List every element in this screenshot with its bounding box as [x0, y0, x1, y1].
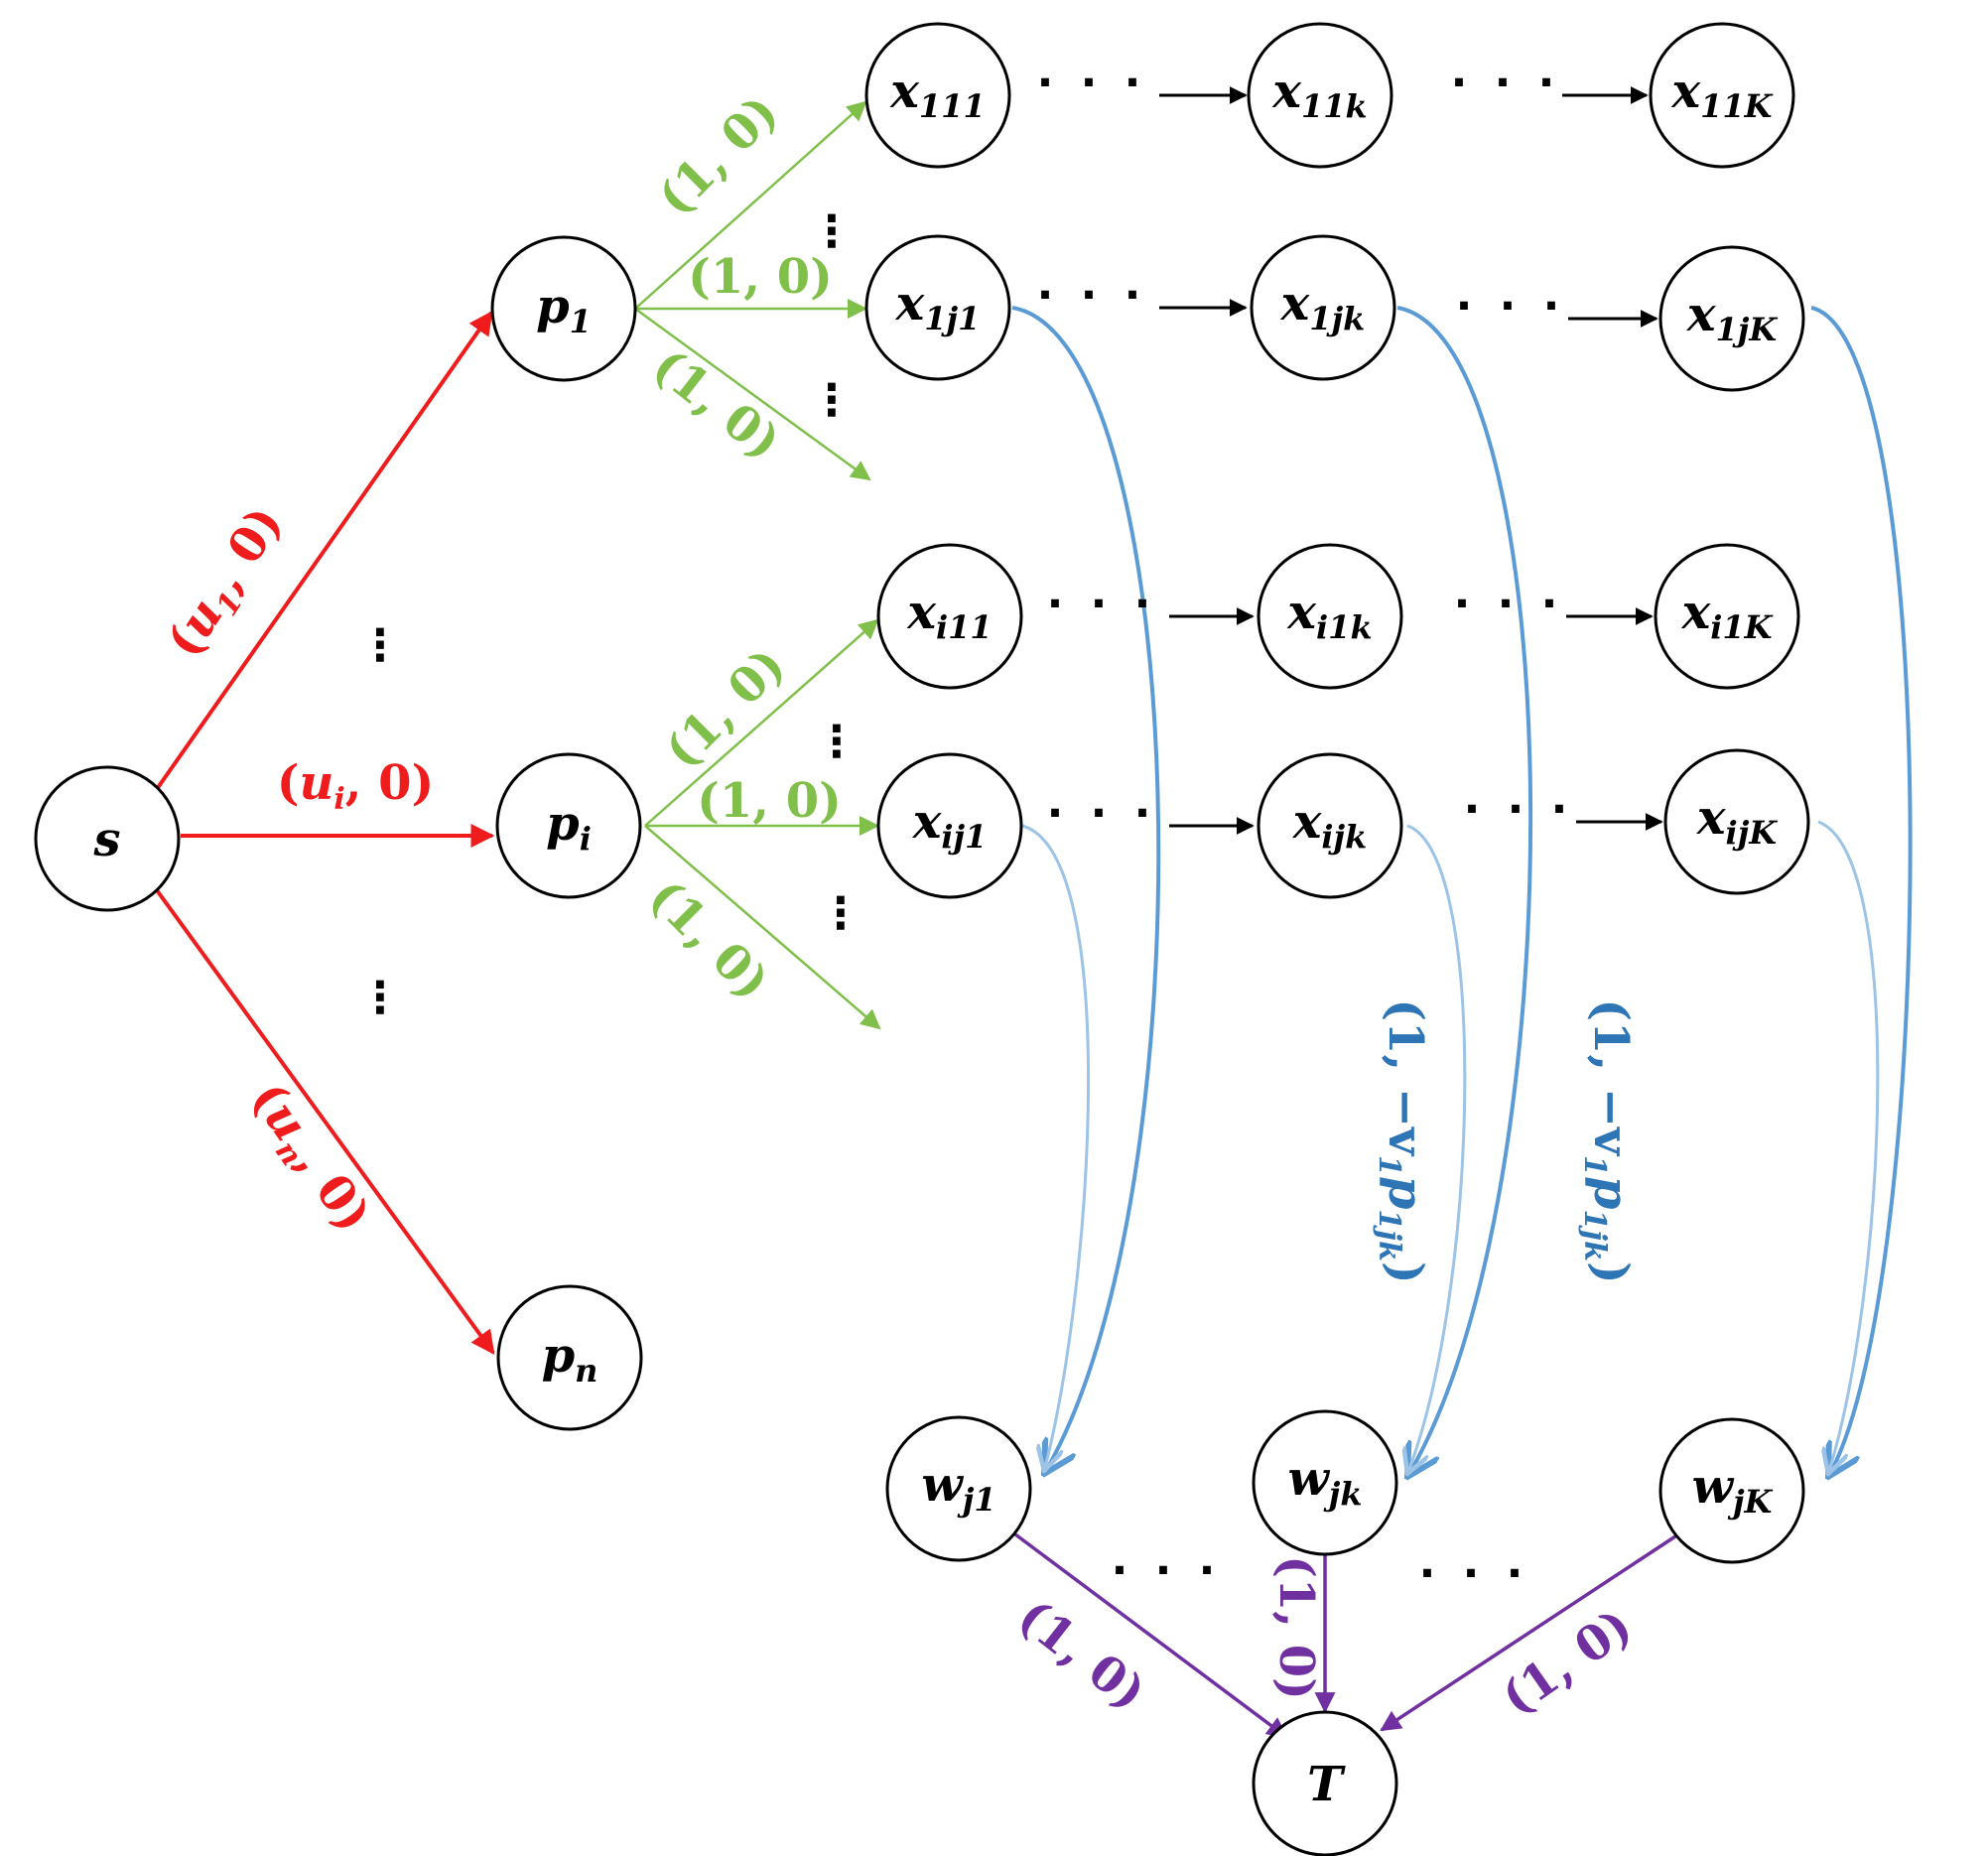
ellipsis-v: ⋮: [810, 375, 854, 426]
edge-p1-x111: [634, 100, 867, 310]
edge-x1j1-wj1: [1011, 306, 1161, 1474]
ellipsis-h: · · ·: [1037, 270, 1147, 321]
ellipsis-v: ⋮: [815, 717, 859, 767]
edge-xijk-wjk: [1407, 824, 1467, 1474]
svg-text:xijk: xijk: [1292, 794, 1368, 856]
node-xi1k: xi1k: [1257, 543, 1403, 690]
node-wjK: wjK: [1658, 1417, 1805, 1564]
label-wjk-T: (1, 0): [1268, 1555, 1324, 1700]
source-edges: [155, 311, 495, 1355]
cost-edges: [1011, 306, 1913, 1477]
edge-pi-xi11: [644, 618, 879, 827]
edge-pi-more: [644, 825, 881, 1030]
edge-p1-more: [634, 307, 871, 481]
ellipsis-v: ⋮: [810, 206, 854, 257]
sink-edges: [1005, 1526, 1676, 1739]
edge-xijK-wjK: [1817, 820, 1880, 1474]
ellipsis-v: ⋮: [819, 888, 862, 939]
label-p1-x111: (1, 0): [647, 84, 789, 226]
node-x111: x111: [864, 22, 1011, 169]
ellipsis-h: · · ·: [1419, 1548, 1529, 1599]
svg-text:xijK: xijK: [1696, 790, 1778, 852]
svg-text:wjk: wjk: [1287, 1451, 1362, 1513]
edge-xij1-wj1: [1021, 824, 1090, 1471]
edge-x1jk-wjk: [1396, 306, 1533, 1477]
node-xijK: xijK: [1663, 748, 1810, 895]
ellipsis-h: · · ·: [1456, 281, 1566, 331]
svg-text:wj1: wj1: [921, 1457, 995, 1519]
svg-text:pi: pi: [546, 796, 592, 858]
label-wjK-T: (1, 0): [1492, 1598, 1642, 1726]
node-s: s: [34, 765, 181, 912]
svg-text:x11k: x11k: [1271, 64, 1367, 125]
node-T: T: [1252, 1710, 1398, 1856]
edge-wjK-T: [1380, 1534, 1676, 1732]
node-pn: pn: [496, 1284, 643, 1431]
node-x1jK: x1jK: [1658, 245, 1805, 392]
node-pi: pi: [495, 752, 642, 899]
label-cost-2: (1, −v1p1jk): [1577, 998, 1639, 1283]
assignment-edges: [634, 100, 881, 1030]
ellipsis-h: · · ·: [1047, 788, 1157, 839]
label-cost-1: (1, −v1p1jk): [1372, 998, 1433, 1283]
edge-s-pn: [155, 888, 495, 1355]
svg-text:s: s: [92, 812, 120, 867]
svg-text:xi1K: xi1K: [1681, 585, 1774, 646]
label-s-pi: (ui, 0): [277, 755, 435, 817]
ellipsis-v: ⋮: [358, 973, 402, 1023]
svg-text:x1jk: x1jk: [1280, 276, 1366, 337]
label-pi-xij1: (1, 0): [697, 773, 842, 829]
svg-text:xi11: xi11: [906, 585, 992, 646]
svg-text:x11K: x11K: [1671, 64, 1774, 125]
node-xi1K: xi1K: [1654, 543, 1800, 690]
ellipsis-v: ⋮: [358, 620, 402, 671]
edge-s-p1: [155, 311, 493, 791]
svg-text:x111: x111: [889, 64, 985, 125]
ellipsis-h: · · ·: [1037, 58, 1147, 108]
svg-text:T: T: [1307, 1757, 1346, 1812]
node-wjk: wjk: [1252, 1409, 1398, 1556]
svg-text:p1: p1: [536, 279, 592, 340]
svg-text:wjK: wjK: [1692, 1459, 1774, 1521]
ellipsis-h: · · ·: [1112, 1545, 1222, 1596]
nodes: s p1 pi pn x111 x11k x11K x1j1 x1jk x1jK…: [34, 22, 1810, 1856]
ellipsis-h: · · ·: [1454, 579, 1564, 629]
ellipses: · · · · · · · · · · · · · · · · · · · · …: [358, 58, 1574, 1599]
node-xijk: xijk: [1257, 752, 1403, 899]
node-xi11: xi11: [876, 543, 1023, 690]
svg-text:x1j1: x1j1: [895, 276, 981, 337]
svg-text:xij1: xij1: [912, 794, 988, 856]
ellipsis-h: · · ·: [1047, 579, 1157, 629]
label-s-p1: (u1, 0): [156, 497, 299, 671]
edge-wj1-T: [1005, 1526, 1288, 1739]
edge-x1jK-wjK: [1810, 306, 1913, 1477]
node-xij1: xij1: [876, 752, 1023, 899]
label-p1-x1j1: (1, 0): [688, 249, 833, 305]
svg-text:xi1k: xi1k: [1286, 585, 1372, 646]
node-p1: p1: [490, 235, 637, 382]
node-x11K: x11K: [1649, 22, 1795, 169]
ellipsis-h: · · ·: [1464, 784, 1574, 835]
label-wj1-T: (1, 0): [1007, 1588, 1155, 1721]
node-x1j1: x1j1: [864, 234, 1011, 381]
node-x11k: x11k: [1247, 22, 1393, 169]
node-x1jk: x1jk: [1250, 234, 1396, 381]
ellipsis-h: · · ·: [1451, 58, 1561, 108]
svg-text:pn: pn: [542, 1328, 598, 1390]
chain-edges: [1159, 86, 1663, 835]
node-wj1: wj1: [885, 1415, 1032, 1562]
svg-text:x1jK: x1jK: [1686, 287, 1778, 348]
label-pi-more: (1, 0): [638, 868, 780, 1010]
label-pi-xi11: (1, 0): [654, 637, 796, 779]
